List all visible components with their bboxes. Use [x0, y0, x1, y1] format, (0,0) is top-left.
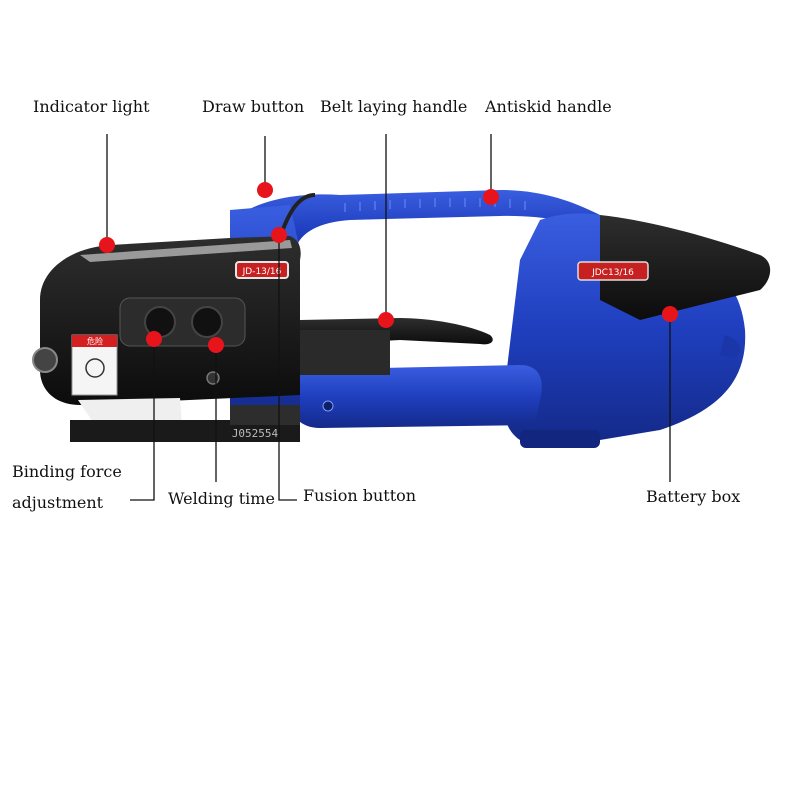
label-binding-force-line1: Binding force: [12, 462, 122, 481]
warning-title: 危险: [87, 336, 103, 346]
marker-binding-force: [146, 331, 162, 347]
marker-battery-box: [662, 306, 678, 322]
label-antiskid-handle: Antiskid handle: [485, 97, 612, 116]
marker-belt-laying-handle: [378, 312, 394, 328]
callout-fusion-button: [278, 236, 297, 501]
battery-badge: [577, 261, 649, 281]
label-fusion-button: Fusion button: [303, 486, 417, 505]
marker-draw-button: [257, 182, 273, 198]
label-indicator-light: Indicator light: [33, 97, 150, 116]
marker-fusion-button: [271, 227, 287, 243]
label-binding-force-line2: adjustment: [12, 493, 104, 512]
tool-base-plate: J052554: [70, 405, 300, 442]
serial-number: J052554: [232, 427, 279, 440]
label-battery-box: Battery box: [646, 487, 741, 506]
label-draw-button: Draw button: [202, 97, 305, 116]
marker-indicator-light: [99, 237, 115, 253]
battery-badge-text: JDC13/16: [591, 268, 634, 278]
battery-black-cover: [600, 215, 771, 320]
callout-lines: [106, 134, 671, 501]
label-belt-laying-handle: Belt laying handle: [320, 97, 468, 116]
tool-front-cover: JD-13/16 危险: [32, 236, 301, 425]
marker-antiskid-handle: [483, 189, 499, 205]
model-plate-text: JD-13/16: [242, 267, 282, 277]
marker-dots: [99, 182, 678, 353]
label-welding-time: Welding time: [168, 489, 275, 508]
callout-binding-force: [130, 343, 155, 501]
marker-welding-time: [208, 337, 224, 353]
